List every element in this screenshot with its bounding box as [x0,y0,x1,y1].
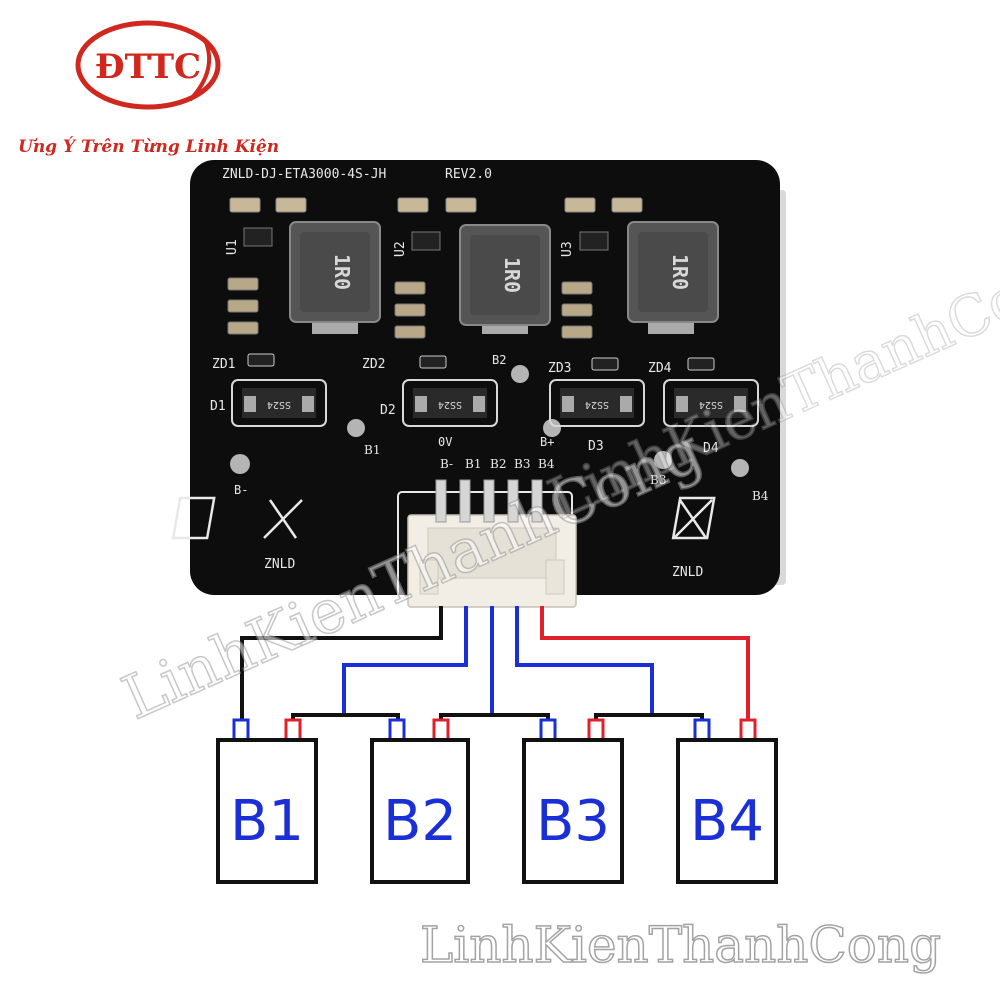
diode-label-d1: D1 [210,399,226,414]
board-revision: REV2.0 [445,167,492,182]
battery-b2-neg-terminal [388,718,406,742]
ic-label-u3: U3 [560,241,575,257]
connector-label-bminus: B- [440,457,453,471]
brand-label-right: ZNLD [672,565,703,580]
wire-red-b4 [540,606,750,720]
battery-b3-label: B3 [536,789,610,854]
pad-label-0v: 0V [438,435,452,449]
wire-blue-b3 [515,606,654,715]
zener-label-zd3: ZD3 [548,361,571,376]
smd-resistors-top [229,197,643,213]
znld-mark-left: ZNLD [171,496,303,572]
pcb-board: ZNLD-DJ-ETA3000-4S-JH REV2.0 U1 U2 U3 [171,160,786,599]
series-links [291,713,704,720]
inductor-3: 1R0 [627,221,719,334]
battery-b4: B4 [676,718,778,884]
schottky-diode-d3: SS24 [549,379,645,427]
pad-label-b4: B4 [752,489,769,503]
inductor-2-label: 1R0 [500,257,524,293]
smd-parts-side [227,277,593,339]
logo-tagline: Ưng Ý Trên Từng Linh Kiện [18,136,279,157]
znld-mark-right: ZNLD [671,496,716,580]
battery-b3-neg-terminal [539,718,557,742]
wire-black-bminus [240,606,443,720]
battery-b2: B2 [370,718,470,884]
connector-label-b1: B1 [465,457,481,471]
battery-b4-label: B4 [690,789,764,854]
pad-label-bminus: B- [234,483,248,497]
regulator-ics [243,227,609,251]
schottky-diode-d2: SS24 [402,379,498,427]
pad-label-b3: B3 [650,473,666,487]
inductor-1: 1R0 [289,221,381,334]
battery-b1: B1 [216,718,318,884]
connector-label-b2: B2 [490,457,506,471]
schottky-diode-d1: SS24 [231,379,327,427]
battery-b4-neg-terminal [693,718,711,742]
connector-label-b4: B4 [538,457,555,471]
pad-label-b2-top: B2 [492,353,506,367]
zener-label-zd2: ZD2 [362,357,385,372]
connector-label-b3: B3 [514,457,530,471]
logo-ring [75,20,221,110]
test-pads [230,365,749,477]
logo-text: ĐTTC [95,47,201,87]
zener-label-zd1: ZD1 [212,357,235,372]
pad-label-bplus: B+ [540,435,554,449]
inductor-1-label: 1R0 [330,254,354,290]
connector-pins [435,479,543,523]
battery-b3: B3 [522,718,624,884]
zener-diodes [247,353,715,371]
wire-blue-b1 [342,606,468,715]
diode-marking-d3: SS24 [585,399,609,410]
diode-marking-d1: SS24 [267,399,291,410]
board-title: ZNLD-DJ-ETA3000-4S-JH [222,167,386,182]
inductor-2: 1R0 [459,224,551,334]
battery-b2-pos-terminal [432,718,450,742]
diode-marking-d2: SS24 [438,399,462,410]
battery-b2-label: B2 [383,789,457,854]
inductor-3-label: 1R0 [668,254,692,290]
battery-b1-pos-terminal [284,718,302,742]
diode-label-d3: D3 [588,439,604,454]
battery-b1-neg-terminal [232,718,250,742]
battery-b3-pos-terminal [587,718,605,742]
brand-logo: ĐTTC [75,20,221,110]
ic-label-u1: U1 [225,239,240,255]
diode-marking-d4: SS24 [699,399,723,410]
battery-b1-label: B1 [230,789,304,854]
brand-label-left: ZNLD [264,557,295,572]
logo-swoosh [188,39,212,102]
battery-b4-pos-terminal [739,718,757,742]
schottky-diode-d4: SS24 [663,379,759,427]
diode-label-d2: D2 [380,403,396,418]
diode-label-d4: D4 [703,441,719,456]
ic-label-u2: U2 [393,241,408,257]
watermark-bottom: LinhKienThanhCong [420,916,941,974]
pad-label-b1: B1 [364,443,380,457]
zener-label-zd4: ZD4 [648,361,672,376]
